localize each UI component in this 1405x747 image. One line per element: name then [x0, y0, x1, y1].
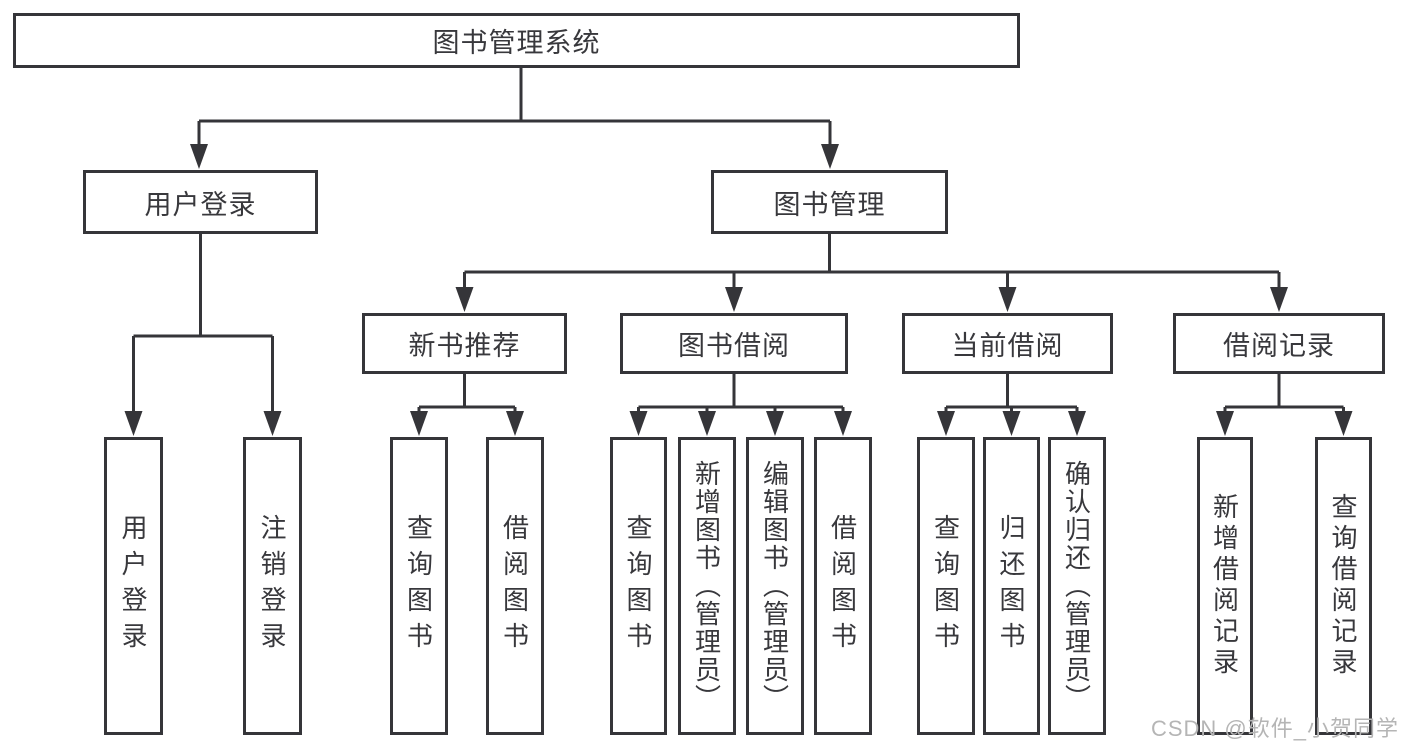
node-new-book-recommend: 新书推荐 — [362, 313, 567, 374]
leaf-return-books: 归还图书 — [983, 437, 1040, 735]
connector-paths — [132, 68, 1345, 414]
node-library-system: 图书管理系统 — [13, 13, 1020, 68]
leaf-logout: 注销登录 — [243, 437, 302, 735]
arrowheads — [124, 144, 1353, 436]
leaf-user-login: 用户登录 — [104, 437, 163, 735]
leaf-borrow-books-borrowing: 借阅图书 — [814, 437, 872, 735]
node-book-borrowing: 图书借阅 — [620, 313, 848, 374]
leaf-borrow-books: 借阅图书 — [486, 437, 544, 735]
node-borrow-records: 借阅记录 — [1173, 313, 1385, 374]
leaf-query-books: 查询图书 — [390, 437, 448, 735]
leaf-add-books-admin: 新增图书（管理员） — [678, 437, 736, 735]
leaf-edit-books-admin: 编辑图书（管理员） — [746, 437, 804, 735]
leaf-confirm-return-admin: 确认归还（管理员） — [1048, 437, 1106, 735]
node-user-login: 用户登录 — [83, 170, 318, 234]
node-book-management: 图书管理 — [711, 170, 948, 234]
node-current-borrowing: 当前借阅 — [902, 313, 1113, 374]
leaf-query-books-current: 查询图书 — [917, 437, 975, 735]
csdn-watermark: CSDN @软件_小贺同学 — [1150, 716, 1399, 741]
leaf-query-borrow-record: 查询借阅记录 — [1315, 437, 1372, 735]
leaf-query-books-borrowing: 查询图书 — [610, 437, 667, 735]
leaf-add-borrow-record: 新增借阅记录 — [1197, 437, 1253, 735]
